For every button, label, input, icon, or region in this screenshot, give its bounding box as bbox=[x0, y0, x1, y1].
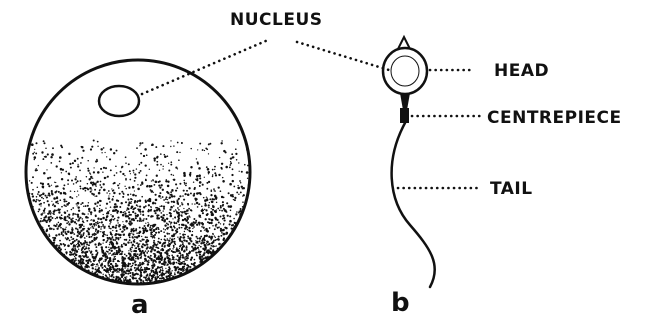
label-nucleus: NUCLEUS bbox=[230, 10, 323, 30]
panel-label-a: a bbox=[131, 290, 149, 320]
leader-lines bbox=[142, 40, 483, 188]
leader-nucleus-egg bbox=[142, 40, 268, 94]
egg-yolk-stipple bbox=[26, 139, 249, 284]
sperm-centrepiece bbox=[400, 108, 409, 123]
label-head: HEAD bbox=[494, 61, 549, 81]
sperm-tail bbox=[392, 123, 435, 287]
egg-cell bbox=[26, 60, 250, 285]
label-tail: TAIL bbox=[490, 179, 533, 199]
sperm-head bbox=[383, 48, 427, 94]
sperm-cell bbox=[383, 37, 435, 287]
leader-nucleus-sperm bbox=[297, 42, 389, 70]
sperm-neck bbox=[400, 93, 410, 110]
egg-nucleus bbox=[99, 86, 139, 116]
label-centrepiece: CENTREPIECE bbox=[487, 108, 622, 128]
panel-label-b: b bbox=[391, 288, 410, 318]
